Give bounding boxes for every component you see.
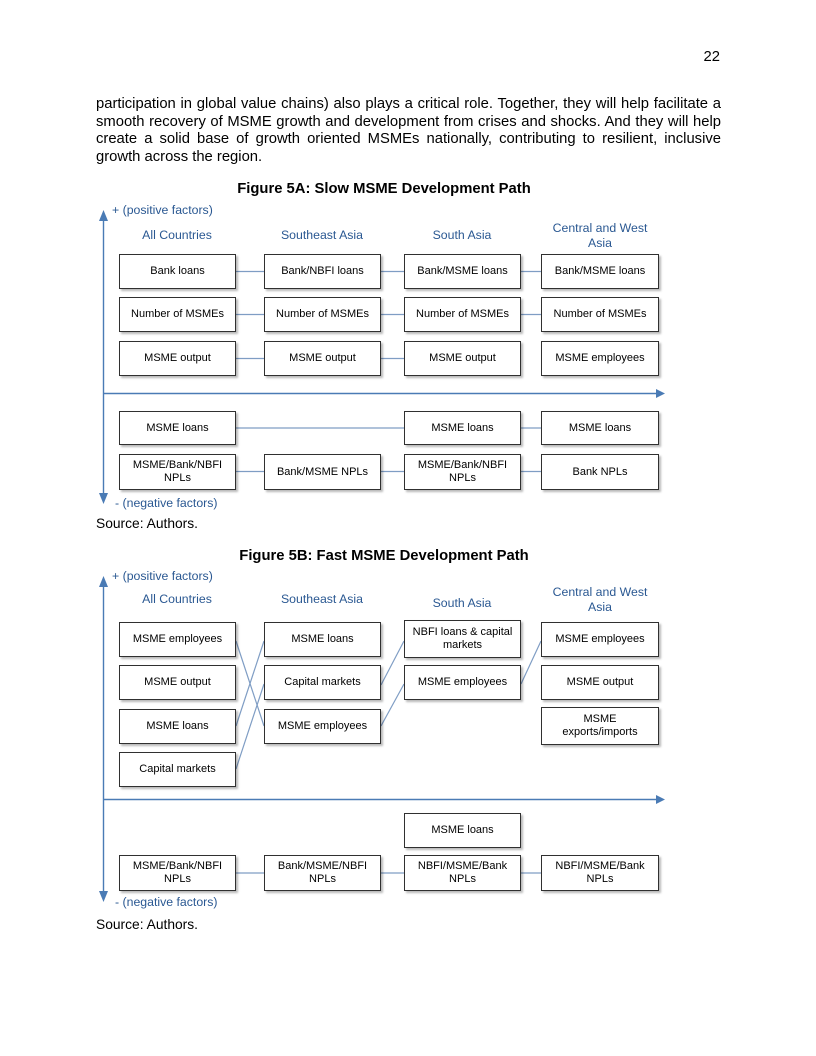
fig5b-box-pos-c1b1: MSME employees xyxy=(119,622,236,657)
fig5b-box-pos-c1b4: Capital markets xyxy=(119,752,236,787)
fig5b-box-pos-c4b2: MSME output xyxy=(541,665,659,700)
fig5b-box-neg-npls-c2: Bank/MSME/NBFI NPLs xyxy=(264,855,381,891)
fig5a-box-neg-r1c3: MSME loans xyxy=(404,411,521,445)
fig5b-box-pos-c3b2: MSME employees xyxy=(404,665,521,700)
fig5b-box-neg-msme-loans: MSME loans xyxy=(404,813,521,848)
fig5a-box-neg-r2c4: Bank NPLs xyxy=(541,454,659,490)
fig5a-box-neg-r1c1: MSME loans xyxy=(119,411,236,445)
fig5b-column-header-south-asia: South Asia xyxy=(432,596,492,610)
fig5a-box-pos-r3c4: MSME employees xyxy=(541,341,659,376)
fig5a-column-header-all-countries: All Countries xyxy=(142,228,212,242)
page-number: 22 xyxy=(703,49,720,65)
fig5a-box-pos-r1c4: Bank/MSME loans xyxy=(541,254,659,289)
fig5a-box-pos-r3c2: MSME output xyxy=(264,341,381,376)
fig5a-box-pos-r2c1: Number of MSMEs xyxy=(119,297,236,332)
fig5a-positive-axis-label: + (positive factors) xyxy=(112,203,213,217)
fig5a-box-pos-r2c3: Number of MSMEs xyxy=(404,297,521,332)
fig5a-right-arrow-icon xyxy=(656,389,665,398)
fig5a-box-neg-r1c4: MSME loans xyxy=(541,411,659,445)
fig5a-box-pos-r1c2: Bank/NBFI loans xyxy=(264,254,381,289)
fig5a-down-arrow-icon xyxy=(99,493,108,504)
fig5a-column-header-central-west-asia: Central and West Asia xyxy=(552,221,648,251)
fig5b-negative-axis-label: - (negative factors) xyxy=(115,895,218,909)
fig5a-source: Source: Authors. xyxy=(96,516,199,531)
fig5a-box-pos-r1c1: Bank loans xyxy=(119,254,236,289)
fig5b-box-pos-c1b2: MSME output xyxy=(119,665,236,700)
fig5b-box-pos-c4b1: MSME employees xyxy=(541,622,659,657)
fig5b-box-neg-npls-c3: NBFI/MSME/Bank NPLs xyxy=(404,855,521,891)
fig5b-positive-axis-label: + (positive factors) xyxy=(112,569,213,583)
fig5b-box-pos-c2b3: MSME employees xyxy=(264,709,381,744)
fig5a-negative-axis-label: - (negative factors) xyxy=(115,496,218,510)
fig5b-box-pos-c4b3: MSME exports/imports xyxy=(541,707,659,745)
fig5b-box-neg-npls-c4: NBFI/MSME/Bank NPLs xyxy=(541,855,659,891)
figure-5a-title: Figure 5A: Slow MSME Development Path xyxy=(237,181,531,197)
fig5b-box-neg-npls-c1: MSME/Bank/NBFI NPLs xyxy=(119,855,236,891)
fig5a-box-pos-r2c4: Number of MSMEs xyxy=(541,297,659,332)
fig5b-column-header-central-west-asia: Central and West Asia xyxy=(552,585,648,615)
fig5b-source: Source: Authors. xyxy=(96,917,199,932)
fig5b-column-header-southeast-asia: Southeast Asia xyxy=(280,592,364,606)
fig5a-box-neg-r2c1: MSME/Bank/NBFI NPLs xyxy=(119,454,236,490)
fig5a-box-neg-r2c3: MSME/Bank/NBFI NPLs xyxy=(404,454,521,490)
fig5b-box-pos-c2b2: Capital markets xyxy=(264,665,381,700)
fig5a-box-pos-r2c2: Number of MSMEs xyxy=(264,297,381,332)
fig5a-box-neg-r2c2: Bank/MSME NPLs xyxy=(264,454,381,490)
fig5b-box-pos-c2b1: MSME loans xyxy=(264,622,381,657)
fig5b-down-arrow-icon xyxy=(99,891,108,902)
fig5a-box-pos-r1c3: Bank/MSME loans xyxy=(404,254,521,289)
fig5a-box-pos-r3c1: MSME output xyxy=(119,341,236,376)
fig5a-up-arrow-icon xyxy=(99,210,108,221)
fig5a-box-pos-r3c3: MSME output xyxy=(404,341,521,376)
fig5a-column-header-south-asia: South Asia xyxy=(432,228,492,242)
fig5b-right-arrow-icon xyxy=(656,795,665,804)
fig5b-box-pos-c3b1: NBFI loans & capital markets xyxy=(404,620,521,658)
figure-5b-title: Figure 5B: Fast MSME Development Path xyxy=(239,548,529,564)
body-paragraph: participation in global value chains) al… xyxy=(96,96,721,165)
fig5a-column-header-southeast-asia: Southeast Asia xyxy=(280,228,364,242)
fig5b-column-header-all-countries: All Countries xyxy=(142,592,212,606)
fig5b-up-arrow-icon xyxy=(99,576,108,587)
fig5b-box-pos-c1b3: MSME loans xyxy=(119,709,236,744)
